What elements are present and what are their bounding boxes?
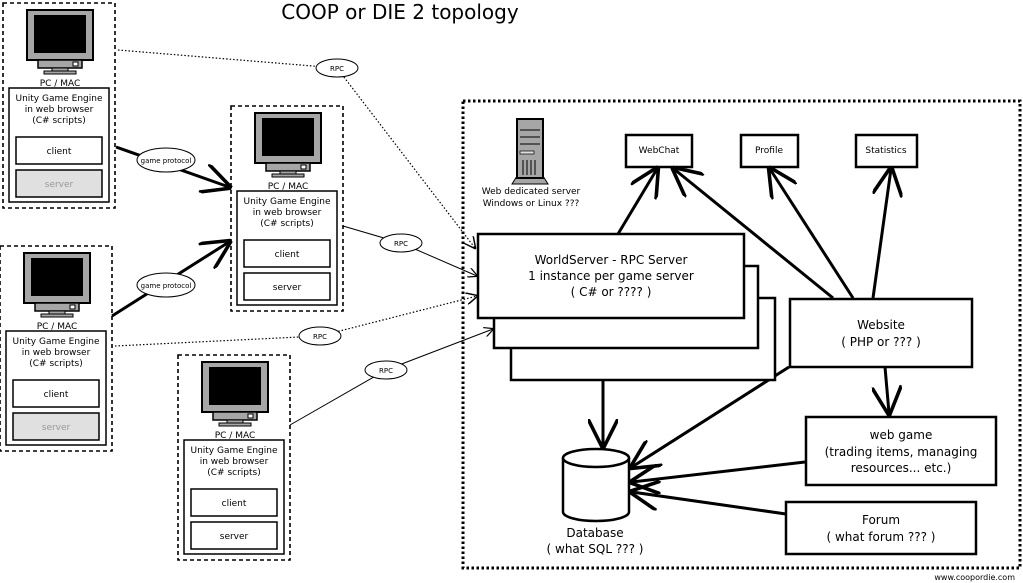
- engine-label: (C# scripts): [260, 219, 313, 229]
- client-module: [15, 136, 103, 165]
- game-protocol-label-2: game protocol: [136, 272, 196, 298]
- worldserver-tech: ( C# or ???? ): [571, 285, 652, 299]
- diagram-title: COOP or DIE 2 topology: [281, 0, 519, 24]
- website-to-database-edge: [632, 365, 790, 467]
- database-tech: ( what SQL ??? ): [547, 542, 644, 556]
- worldserver-node: WorldServer - RPC Server 1 instance per …: [476, 232, 777, 382]
- forum-tech: ( what forum ??? ): [826, 530, 935, 544]
- edge-label-text: RPC: [379, 367, 393, 375]
- rpc-label-3: RPC: [298, 326, 342, 346]
- webchat-node: WebChat: [624, 133, 694, 169]
- statistics-node: Statistics: [854, 133, 919, 169]
- statistics-label: Statistics: [865, 146, 906, 156]
- server-host-label-1: Web dedicated server: [482, 187, 581, 197]
- forum-to-database-edge: [632, 492, 787, 516]
- edge-label-text: game protocol: [141, 282, 192, 290]
- game-protocol-label-1: game protocol: [136, 147, 196, 173]
- client-module: [243, 239, 331, 268]
- client-module-label: client: [47, 147, 72, 157]
- engine-label: in web browser: [200, 457, 269, 467]
- website-to-profile-edge: [770, 169, 855, 299]
- server-module-label: server: [220, 532, 249, 542]
- edge-label-text: game protocol: [141, 157, 192, 165]
- machine-label: PC / MAC: [40, 79, 81, 89]
- footer-url: www.coopordie.com: [934, 573, 1015, 582]
- profile-label: Profile: [755, 146, 783, 156]
- machine-label: PC / MAC: [268, 182, 309, 192]
- server-module: [12, 412, 100, 441]
- forum-node: Forum ( what forum ??? ): [784, 500, 978, 556]
- server-module: [243, 272, 331, 301]
- machine-label: PC / MAC: [215, 431, 256, 441]
- server-area-boundary: [461, 99, 1022, 570]
- client-module-label: client: [222, 499, 247, 509]
- edge-label-text: RPC: [394, 240, 408, 248]
- website-tech: ( PHP or ??? ): [841, 335, 921, 349]
- engine-label: (C# scripts): [207, 468, 260, 478]
- monitor-icon: [23, 252, 91, 318]
- server-module: [190, 521, 278, 550]
- client-boundary: [230, 105, 344, 312]
- webgame-node: web game (trading items, managing resour…: [804, 415, 998, 487]
- server-module: [15, 169, 103, 198]
- client-boundary: [2, 2, 116, 209]
- website-title: Website: [857, 318, 905, 332]
- engine-label: Unity Game Engine: [12, 337, 99, 347]
- worldserver-title: WorldServer - RPC Server: [535, 253, 688, 267]
- engine-label: in web browser: [22, 348, 91, 358]
- rpc-label-1: RPC: [315, 58, 359, 78]
- webgame-to-database-edge: [632, 460, 806, 482]
- worldserver-subtitle: 1 instance per game server: [528, 269, 694, 283]
- server-module-label: server: [45, 180, 74, 190]
- edge-label-text: RPC: [313, 333, 327, 341]
- monitor-icon: [26, 9, 94, 75]
- webgame-desc-1: (trading items, managing: [825, 445, 978, 459]
- server-host-label-2: Windows or Linux ???: [483, 199, 580, 209]
- engine-label: Unity Game Engine: [243, 197, 330, 207]
- webgame-title: web game: [870, 428, 933, 442]
- client-module-label: client: [275, 250, 300, 260]
- rpc-label-2: RPC: [379, 233, 423, 253]
- website-node: Website ( PHP or ??? ): [788, 297, 974, 369]
- client-module-label: client: [44, 390, 69, 400]
- website-to-webgame-edge: [885, 366, 889, 413]
- machine-label: PC / MAC: [37, 322, 78, 332]
- website-to-webchat-edge: [674, 169, 834, 300]
- website-to-statistics-edge: [871, 169, 891, 299]
- edge-label-text: RPC: [330, 65, 344, 73]
- monitor-icon: [254, 112, 322, 178]
- worldserver-to-webchat-edge: [616, 169, 657, 235]
- engine-label: (C# scripts): [32, 116, 85, 126]
- client-boundary: [0, 245, 113, 452]
- engine-label: Unity Game Engine: [15, 94, 102, 104]
- rpc-label-4: RPC: [364, 360, 408, 380]
- database-node: Database ( what SQL ??? ): [547, 447, 644, 556]
- database-title: Database: [566, 526, 623, 540]
- engine-label: in web browser: [25, 105, 94, 115]
- webchat-label: WebChat: [639, 146, 680, 156]
- server-module-label: server: [273, 283, 302, 293]
- profile-node: Profile: [739, 133, 800, 169]
- engine-label: Unity Game Engine: [190, 446, 277, 456]
- engine-label: in web browser: [253, 208, 322, 218]
- client-module: [190, 488, 278, 517]
- forum-title: Forum: [862, 513, 900, 527]
- client-boundary: [177, 354, 291, 561]
- webgame-desc-2: resources... etc.): [851, 461, 952, 475]
- engine-label: (C# scripts): [29, 359, 82, 369]
- client-module: [12, 379, 100, 408]
- server-module-label: server: [42, 423, 71, 433]
- monitor-icon: [201, 361, 269, 427]
- server-tower-icon: [511, 118, 549, 185]
